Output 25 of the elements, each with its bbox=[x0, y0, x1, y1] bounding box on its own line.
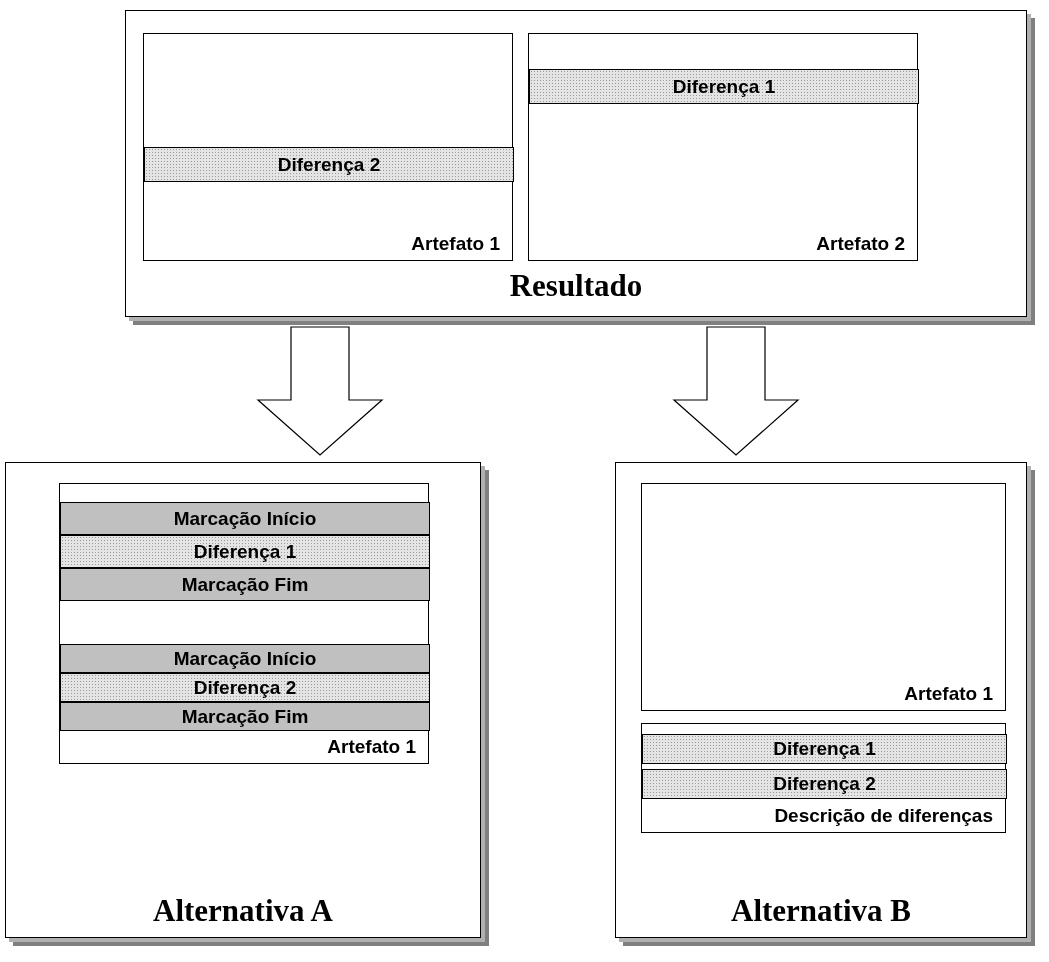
marker-band: Marcação Fim bbox=[60, 702, 430, 731]
document-label: Artefato 1 bbox=[327, 736, 416, 758]
panel-title: Alternativa B bbox=[730, 893, 912, 929]
block-arrow bbox=[672, 326, 800, 456]
panel-title: Resultado bbox=[508, 268, 644, 304]
difference-band: Diferença 1 bbox=[60, 535, 430, 568]
document-box bbox=[641, 723, 1006, 833]
difference-band: Diferença 2 bbox=[642, 769, 1007, 799]
marker-band: Marcação Início bbox=[60, 644, 430, 673]
document-label: Artefato 1 bbox=[904, 683, 993, 705]
marker-band: Marcação Fim bbox=[60, 568, 430, 601]
difference-band: Diferença 1 bbox=[529, 69, 919, 104]
document-box bbox=[59, 483, 429, 764]
panel-title: Alternativa A bbox=[152, 893, 334, 929]
block-arrow bbox=[256, 326, 384, 456]
difference-band: Diferença 1 bbox=[642, 734, 1007, 764]
document-box bbox=[528, 33, 918, 261]
document-box bbox=[641, 483, 1006, 711]
document-label: Artefato 1 bbox=[411, 233, 500, 255]
document-label: Descrição de diferenças bbox=[774, 805, 993, 827]
document-label: Artefato 2 bbox=[816, 233, 905, 255]
marker-band: Marcação Início bbox=[60, 502, 430, 535]
difference-band: Diferença 2 bbox=[60, 673, 430, 702]
document-box bbox=[143, 33, 513, 261]
difference-band: Diferença 2 bbox=[144, 147, 514, 182]
